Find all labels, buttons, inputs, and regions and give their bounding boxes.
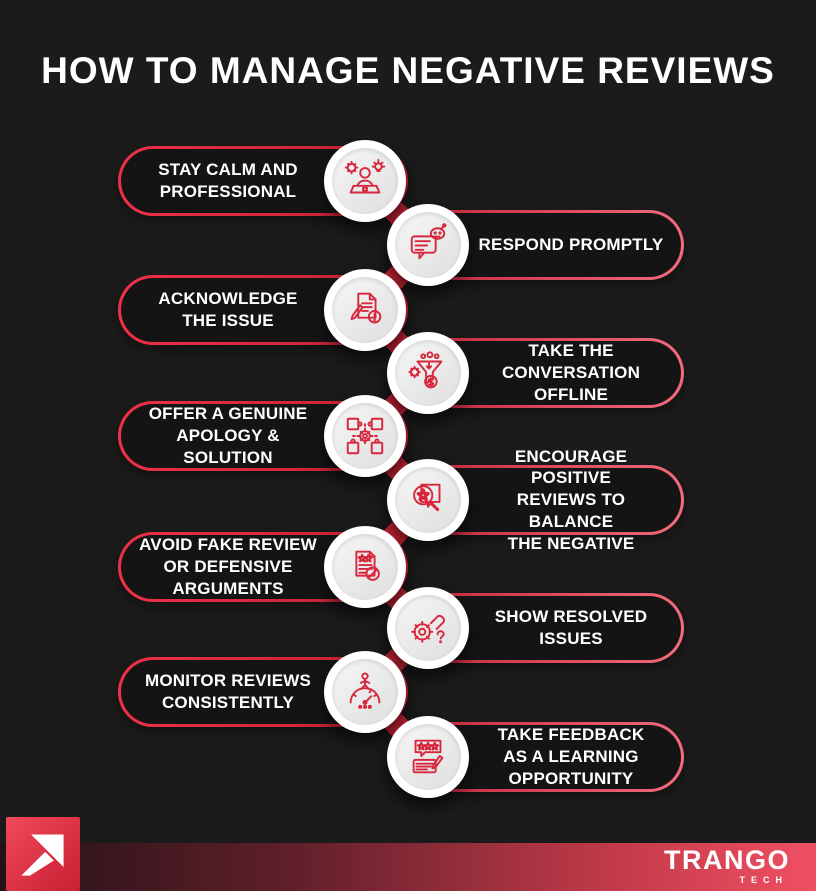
step-circle-2 bbox=[387, 204, 469, 286]
step-circle-9 bbox=[324, 651, 406, 733]
document-alert-icon bbox=[332, 277, 398, 343]
step-label: TAKE THE CONVERSATION OFFLINE bbox=[501, 341, 641, 404]
trango-arrow-logo bbox=[6, 817, 80, 891]
step-label: ACKNOWLEDGE THE ISSUE bbox=[158, 289, 298, 330]
arrow-up-right-icon bbox=[21, 834, 64, 876]
brand-name: TRANGO bbox=[664, 845, 790, 875]
step-circle-4 bbox=[387, 332, 469, 414]
gear-wrench-icon bbox=[395, 595, 461, 661]
step-circle-3 bbox=[324, 269, 406, 351]
star-magnifier-icon bbox=[395, 467, 461, 533]
brand-subtitle: TECH bbox=[739, 875, 788, 885]
step-circle-6 bbox=[387, 459, 469, 541]
step-pill-10: TAKE FEEDBACK AS A LEARNING OPPORTUNITY bbox=[388, 722, 684, 792]
step-label: AVOID FAKE REVIEW OR DEFENSIVE ARGUMENTS bbox=[139, 535, 317, 598]
blocked-review-icon bbox=[332, 534, 398, 600]
step-label: ENCOURAGE POSITIVE REVIEWS TO BALANCE TH… bbox=[507, 446, 635, 553]
agent-desk-icon bbox=[332, 148, 398, 214]
step-circle-10 bbox=[387, 716, 469, 798]
step-label: STAY CALM AND PROFESSIONAL bbox=[158, 160, 298, 201]
gauge-person-icon bbox=[332, 659, 398, 725]
step-label: TAKE FEEDBACK AS A LEARNING OPPORTUNITY bbox=[497, 725, 645, 788]
sales-funnel-icon bbox=[395, 340, 461, 406]
step-circle-8 bbox=[387, 587, 469, 669]
brand-lockup: TRANGO TECH bbox=[664, 847, 790, 885]
chat-robot-icon bbox=[395, 212, 461, 278]
review-pencil-icon bbox=[395, 724, 461, 790]
step-circle-7 bbox=[324, 526, 406, 608]
step-label: MONITOR REVIEWS CONSISTENTLY bbox=[144, 671, 312, 712]
step-label: RESPOND PROMPTLY bbox=[478, 235, 664, 255]
page-title: HOW TO MANAGE NEGATIVE REVIEWS bbox=[41, 50, 775, 91]
step-circle-5 bbox=[324, 395, 406, 477]
step-label: OFFER A GENUINE APOLOGY & SOLUTION bbox=[148, 404, 308, 467]
step-circle-1 bbox=[324, 140, 406, 222]
step-label: SHOW RESOLVED ISSUES bbox=[494, 607, 648, 648]
footer-band bbox=[0, 843, 816, 891]
puzzle-gear-icon bbox=[332, 403, 398, 469]
